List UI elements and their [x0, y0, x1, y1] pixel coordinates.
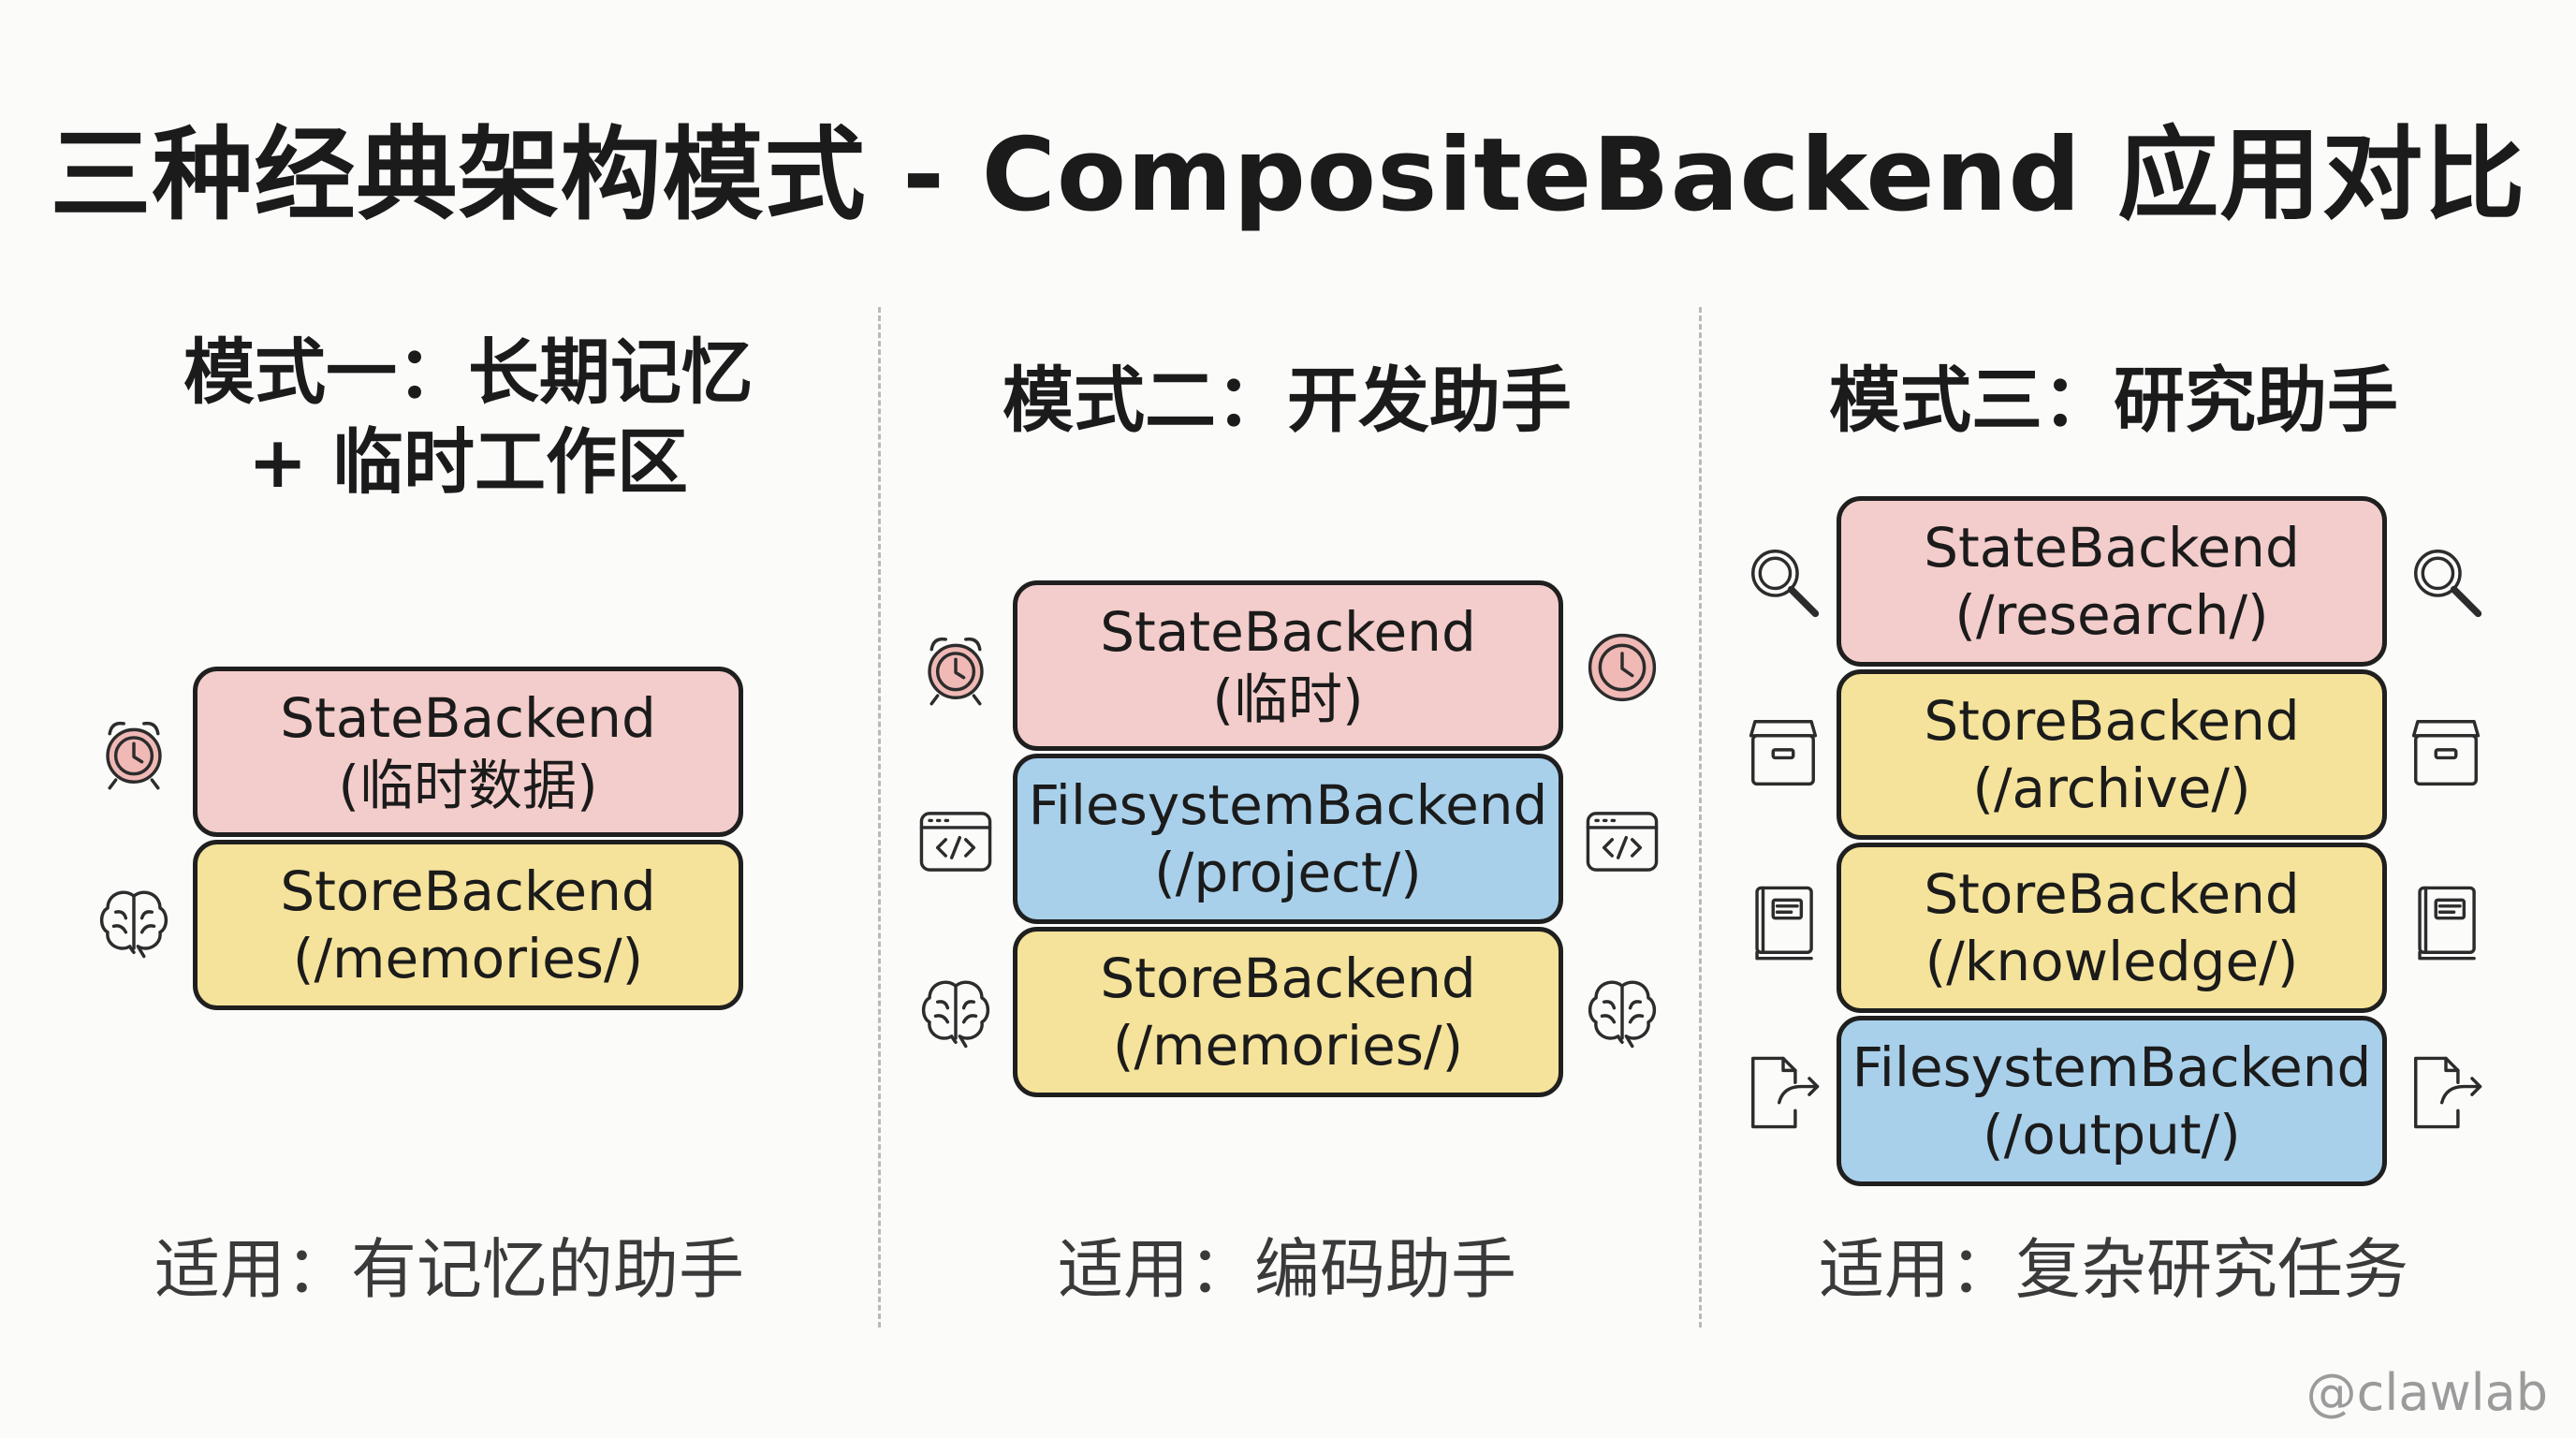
alarm-clock-icon [915, 627, 996, 708]
pattern-1-caption: 适用：有记忆的助手 [154, 1231, 744, 1308]
archive-box-icon [2406, 712, 2486, 792]
book-icon [1743, 882, 1823, 962]
pattern-2-stack: StateBackend (临时) FilesystemBackend (/pr… [1013, 580, 1563, 1100]
column-divider-2 [1699, 307, 1702, 1328]
pattern-2-title: 模式二：开发助手 [1003, 359, 1572, 442]
magnifier-icon [1743, 541, 1823, 622]
pattern-3-title: 模式三：研究助手 [1829, 359, 2398, 442]
file-export-icon [2406, 1052, 2486, 1133]
pattern-3-layer-state-backend[interactable]: StateBackend (/research/) [1837, 496, 2387, 667]
pattern-3-layer-store-backend-archive[interactable]: StoreBackend (/archive/) [1837, 669, 2387, 840]
pattern-1-layer-store-backend[interactable]: StoreBackend (/memories/) [193, 840, 743, 1010]
file-export-icon [1743, 1052, 1823, 1133]
pattern-3-layer-store-backend-knowledge[interactable]: StoreBackend (/knowledge/) [1837, 843, 2387, 1013]
archive-box-icon [1743, 712, 1823, 792]
pattern-1-title: 模式一：长期记忆 + 临时工作区 [183, 330, 753, 504]
alarm-clock-icon [94, 712, 174, 792]
pattern-1-layer-state-backend[interactable]: StateBackend (临时数据) [193, 667, 743, 837]
brain-icon [1582, 972, 1662, 1052]
pattern-2-layer-filesystem-backend[interactable]: FilesystemBackend (/project/) [1013, 754, 1563, 924]
brain-icon [915, 972, 996, 1052]
pattern-2-layer-state-backend[interactable]: StateBackend (临时) [1013, 580, 1563, 751]
book-icon [2406, 882, 2486, 962]
pattern-1-stack: StateBackend (临时数据) StoreBackend (/memor… [193, 667, 743, 1013]
clock-icon [1582, 627, 1662, 708]
code-window-icon [915, 801, 996, 882]
pattern-3-stack: StateBackend (/research/) StoreBackend (… [1837, 496, 2387, 1189]
pattern-3-caption: 适用：复杂研究任务 [1819, 1231, 2408, 1308]
page-title: 三种经典架构模式 - CompositeBackend 应用对比 [50, 117, 2526, 234]
watermark: @clawlab [2305, 1363, 2548, 1422]
pattern-3-layer-filesystem-backend[interactable]: FilesystemBackend (/output/) [1837, 1016, 2387, 1186]
column-divider-1 [878, 307, 881, 1328]
pattern-2-layer-store-backend[interactable]: StoreBackend (/memories/) [1013, 927, 1563, 1097]
brain-icon [94, 882, 174, 962]
code-window-icon [1582, 801, 1662, 882]
magnifier-icon [2406, 541, 2486, 622]
pattern-2-caption: 适用：编码助手 [1058, 1231, 1516, 1308]
